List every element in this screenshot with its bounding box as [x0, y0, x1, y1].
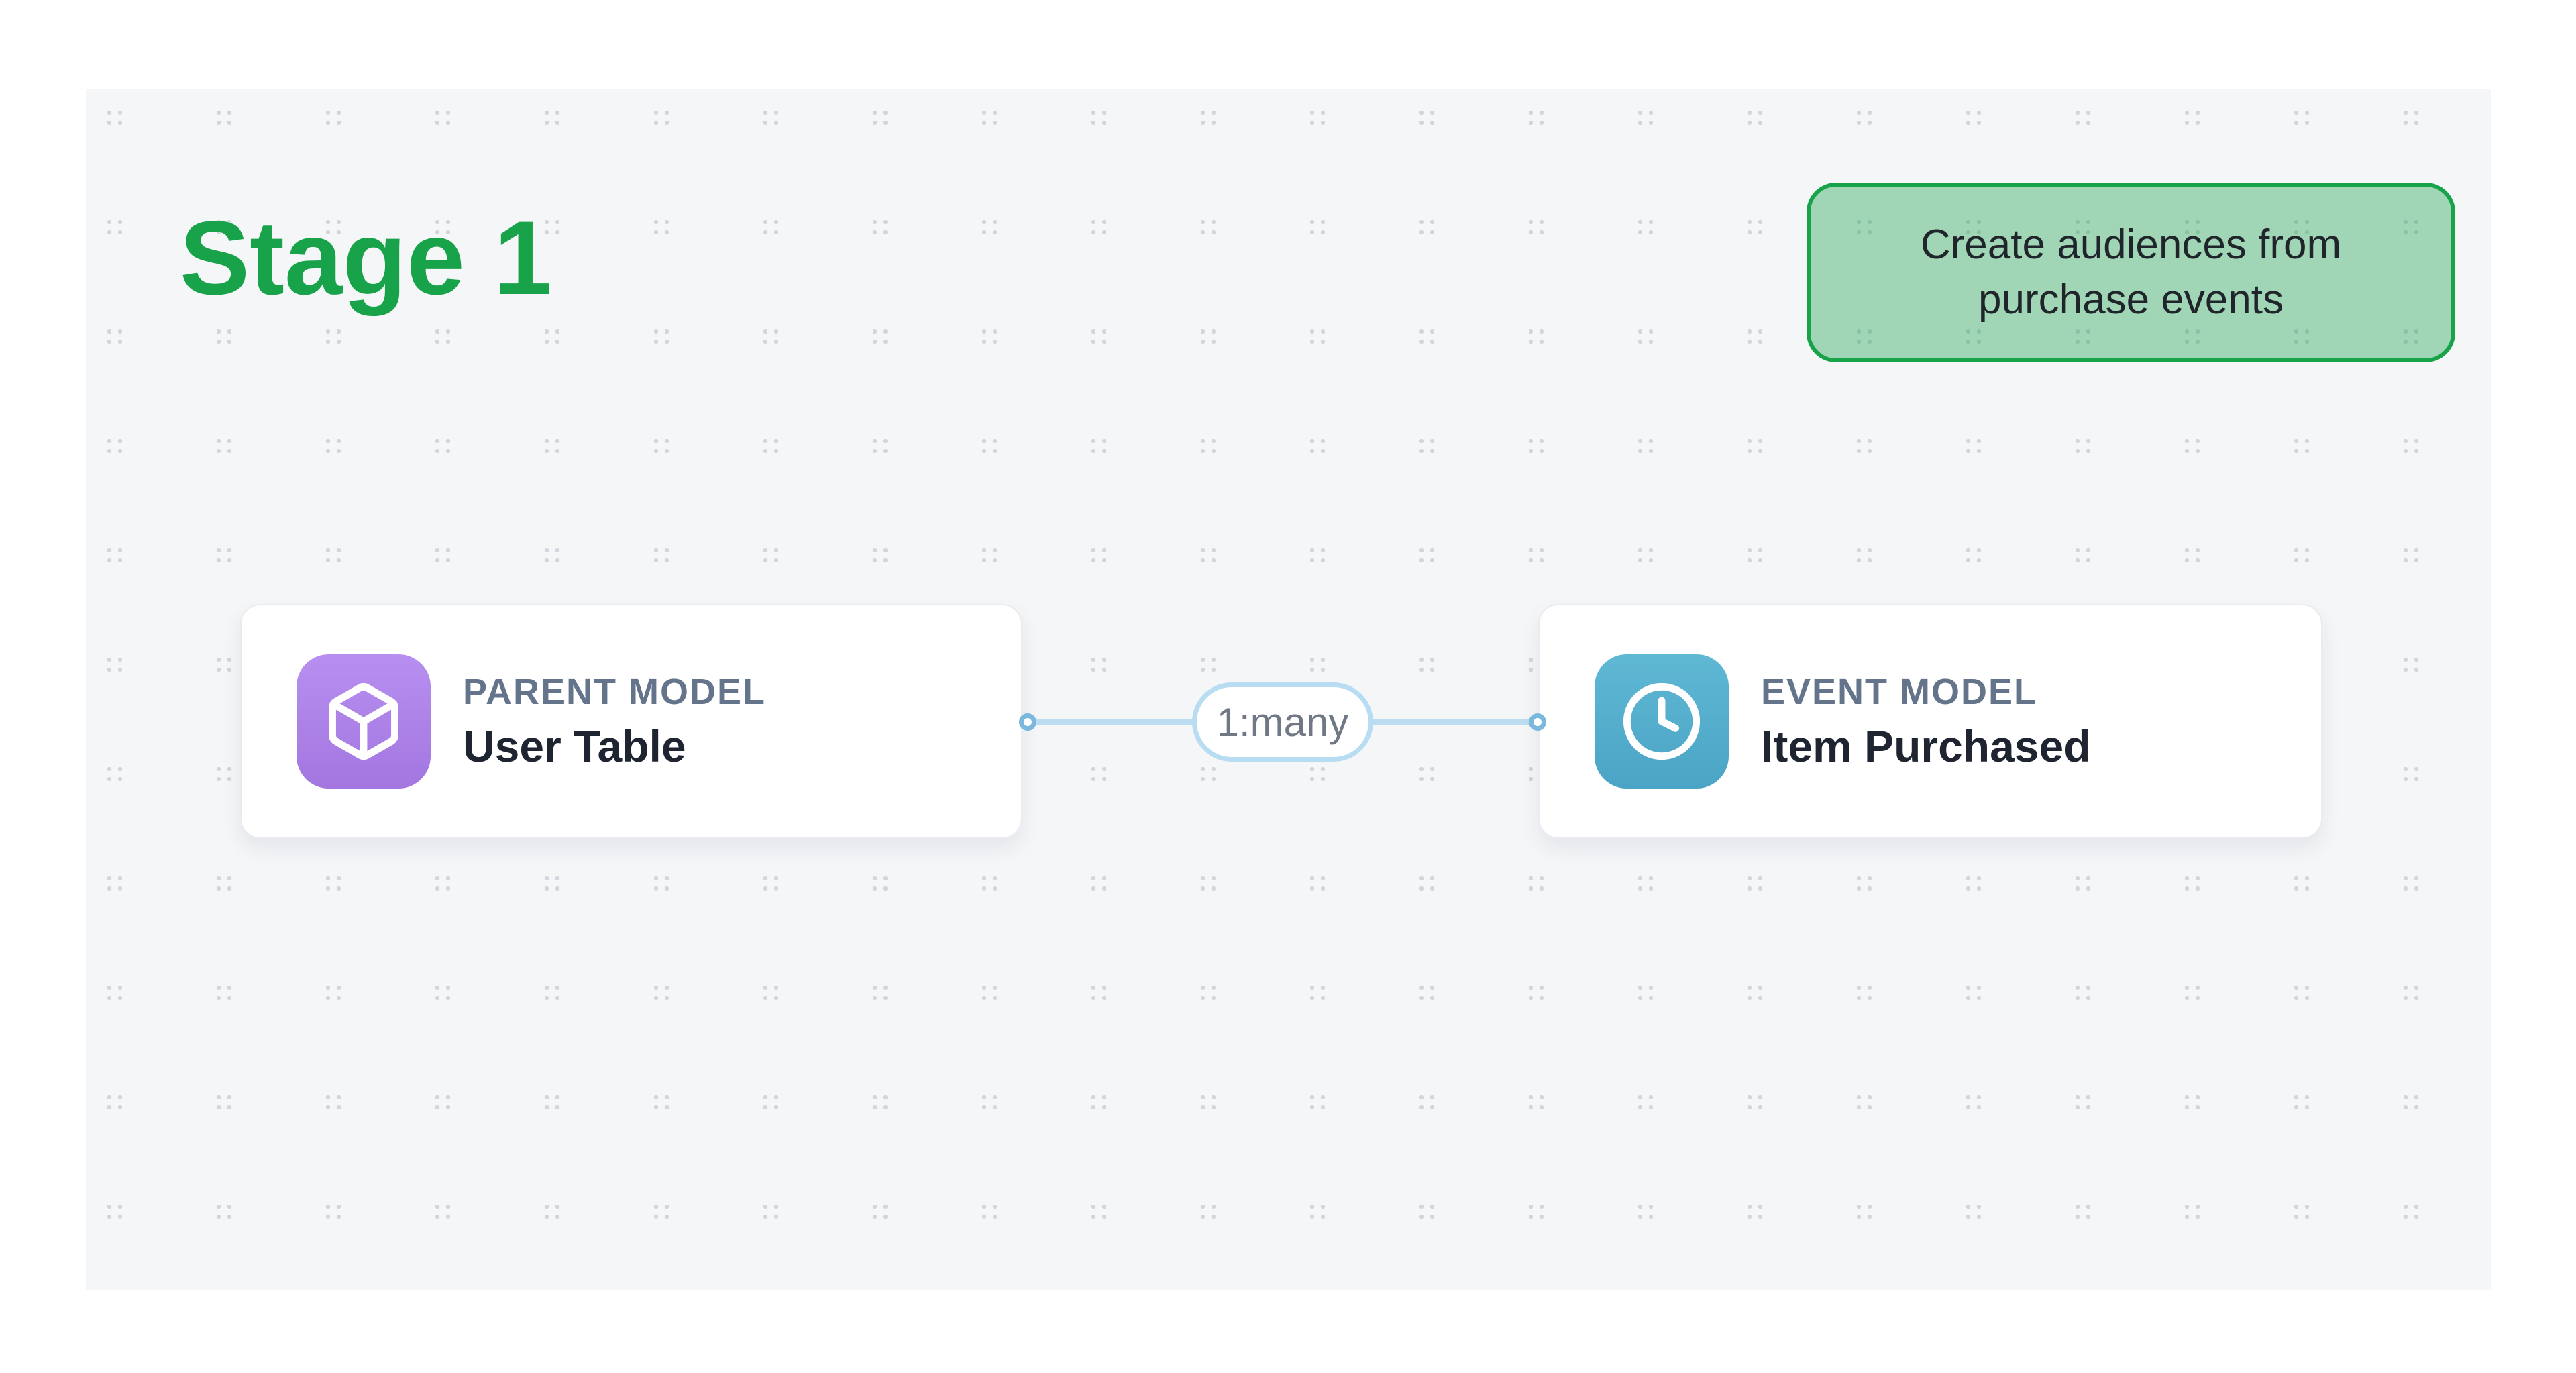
node-parent-model-text: PARENT MODEL User Table [463, 671, 766, 772]
clock-icon [1595, 654, 1729, 789]
annotation-badge[interactable]: Create audiences from purchase events [1807, 183, 2455, 362]
stage-title: Stage 1 [180, 200, 552, 317]
cardinality-label[interactable]: 1:many [1192, 682, 1373, 762]
node-event-model[interactable]: EVENT MODEL Item Purchased [1538, 604, 2322, 839]
node-type-label: PARENT MODEL [463, 672, 766, 712]
node-event-model-text: EVENT MODEL Item Purchased [1761, 671, 2091, 772]
flow-canvas: Stage 1 Create audiences from purchase e… [86, 89, 2491, 1290]
node-parent-model[interactable]: PARENT MODEL User Table [240, 604, 1022, 839]
annotation-badge-text: Create audiences from purchase events [1920, 221, 2342, 323]
node-name: Item Purchased [1761, 721, 2091, 771]
node-type-label: EVENT MODEL [1761, 672, 2038, 712]
cube-icon [297, 654, 431, 789]
edge-port-left[interactable] [1019, 713, 1036, 731]
node-name: User Table [463, 721, 686, 771]
edge-port-right[interactable] [1529, 713, 1546, 731]
